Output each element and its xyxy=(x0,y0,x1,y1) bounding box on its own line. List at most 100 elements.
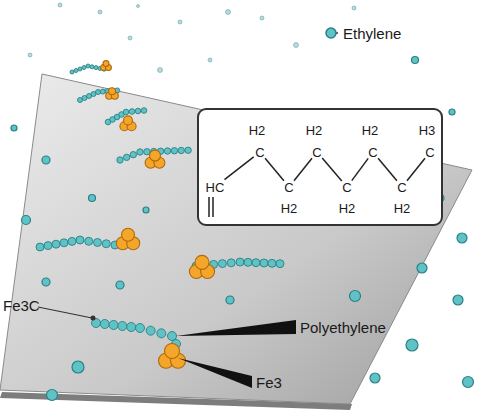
chain-bead xyxy=(102,240,110,248)
ethylene-molecules xyxy=(11,3,474,401)
chain-bead xyxy=(127,323,136,332)
label: Fe3 xyxy=(256,375,282,390)
bond xyxy=(378,158,397,181)
ethylene-molecule xyxy=(294,43,299,48)
chain-bead xyxy=(268,259,276,267)
chain-bead xyxy=(129,109,135,115)
chain-bead xyxy=(86,64,90,68)
atom-label: H3 xyxy=(419,124,436,137)
atom-label: H2 xyxy=(306,124,323,137)
chain-bead xyxy=(123,154,129,160)
ethylene-molecule xyxy=(208,58,212,62)
ethylene-molecule xyxy=(260,16,264,20)
atom-label: H2 xyxy=(339,202,356,215)
ethylene-molecule xyxy=(22,216,31,225)
bond xyxy=(322,158,342,181)
chain-bead xyxy=(52,240,60,248)
label: Polyethylene xyxy=(300,320,386,335)
ethylene-molecule xyxy=(453,295,463,305)
atom-label: H2 xyxy=(394,202,411,215)
chain-bead xyxy=(171,148,177,154)
chain-bead xyxy=(123,109,129,115)
ethylene-molecule xyxy=(89,195,96,202)
ethylene-molecule xyxy=(463,377,474,388)
chain-bead xyxy=(78,67,82,71)
atom-label: C xyxy=(284,181,293,194)
chain-bead xyxy=(136,324,145,333)
bond xyxy=(265,158,284,181)
formula-box: H2H2H2H3CCCCHCCCCH2H2H2 xyxy=(197,108,443,226)
chain-bead xyxy=(36,243,44,251)
chain-bead xyxy=(82,66,86,70)
leader-wedge xyxy=(178,358,252,388)
fe3c-surface xyxy=(0,74,472,404)
chain-bead xyxy=(157,329,166,338)
chain-bead xyxy=(137,149,143,155)
fe3-cluster-atom xyxy=(109,88,116,95)
fe3-cluster-atom xyxy=(150,150,161,161)
atom-label: C xyxy=(425,146,434,159)
chain-bead xyxy=(178,147,184,153)
ethylene-molecule xyxy=(42,278,50,286)
ethylene-molecule xyxy=(116,281,124,289)
chain-bead xyxy=(94,66,98,70)
chain-bead xyxy=(85,237,93,245)
atom-label: C xyxy=(255,146,264,159)
atom-label: C xyxy=(342,181,351,194)
chain-bead xyxy=(117,157,123,163)
ethylene-molecule xyxy=(412,57,419,64)
chain-bead xyxy=(276,260,284,268)
fe3-cluster-atom xyxy=(124,116,133,125)
chain-bead xyxy=(135,108,141,114)
chain-bead xyxy=(44,242,52,250)
ethylene-molecule xyxy=(11,125,17,131)
atom-label: H2 xyxy=(249,124,266,137)
chain-bead xyxy=(260,259,268,267)
ethylene-key-dot xyxy=(326,28,336,38)
label: Ethylene xyxy=(343,26,401,41)
ethylene-molecule xyxy=(178,20,182,24)
ethylene-molecule xyxy=(58,3,62,7)
chain-bead xyxy=(74,69,78,73)
fe3-cluster-atom xyxy=(122,228,135,241)
ethylene-molecule xyxy=(42,156,50,164)
double-bond xyxy=(208,197,210,217)
bond xyxy=(294,158,312,181)
fe3-cluster-atom xyxy=(103,61,109,67)
chain-bead xyxy=(118,322,127,331)
chain-bead xyxy=(100,89,105,94)
ethylene-molecule xyxy=(417,263,427,273)
ethylene-molecule xyxy=(449,109,455,115)
chain-bead xyxy=(236,258,244,266)
chain-bead xyxy=(146,326,155,335)
bond xyxy=(407,158,425,181)
chain-bead xyxy=(227,259,235,267)
ethylene-molecule xyxy=(226,296,234,304)
chain-bead xyxy=(76,236,84,244)
ethylene-molecule xyxy=(72,361,84,373)
ethylene-molecule xyxy=(137,5,140,8)
fe3-cluster-atom xyxy=(195,255,209,269)
ethylene-molecule xyxy=(350,291,361,302)
chain-bead xyxy=(109,321,118,330)
chain-bead xyxy=(70,70,74,74)
chain-bead xyxy=(96,90,101,95)
ethylene-molecule xyxy=(370,373,380,383)
ethylene-molecule xyxy=(143,207,149,213)
chain-bead xyxy=(244,258,252,266)
atom-label: H2 xyxy=(281,202,298,215)
bond xyxy=(224,157,253,180)
ethylene-molecule xyxy=(128,36,132,40)
chain-bead xyxy=(144,149,150,155)
chain-bead xyxy=(60,239,68,247)
ethylene-molecule xyxy=(226,10,231,15)
bond xyxy=(352,158,368,180)
chain-bead xyxy=(141,108,147,114)
atom-label: C xyxy=(312,146,321,159)
leader-line xyxy=(38,307,92,318)
ethylene-molecule xyxy=(28,53,32,57)
ethylene-molecule xyxy=(158,68,163,73)
chain-bead xyxy=(68,237,76,245)
ethylene-molecule xyxy=(352,6,356,10)
